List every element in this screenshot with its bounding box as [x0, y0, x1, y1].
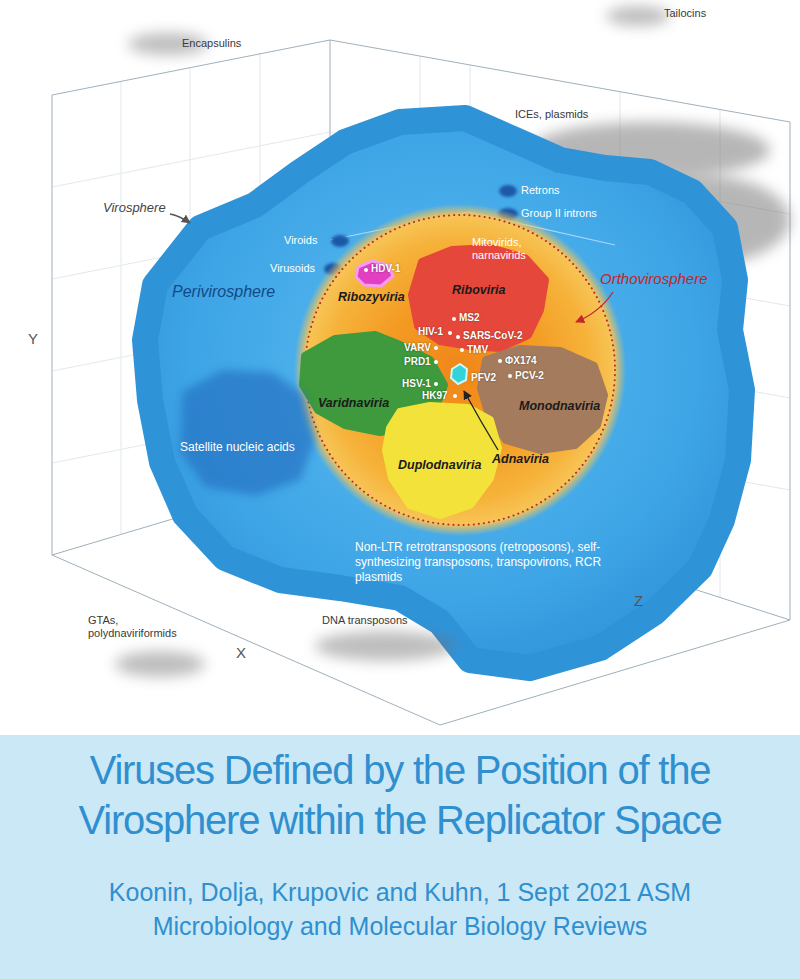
node-label: Satellite nucleic acids — [180, 440, 295, 455]
virus-dot — [456, 335, 460, 339]
node-label: GTAs, polydnaviriformids — [88, 614, 200, 640]
label-layer: Mitovirids, narnaviridsMS2HIV-1 SARS-CoV-… — [0, 0, 800, 735]
cloud-region: Tailocins — [600, 0, 740, 36]
node-label: Varidnaviria — [318, 396, 389, 411]
callout-label: Mitovirids, narnavirids — [472, 236, 547, 262]
leader-arrow — [170, 214, 190, 223]
virus-dot — [460, 348, 464, 352]
node-label: Ribozyviria — [338, 290, 405, 305]
cloud-region: GTAs, polydnaviriformids — [84, 610, 224, 688]
satellite-shade — [180, 370, 315, 496]
callout-label: HIV-1 — [418, 326, 443, 338]
node-label: Group II introns — [521, 207, 597, 220]
cloud-shadow — [606, 6, 670, 26]
callout-label: PCV-2 — [515, 370, 544, 382]
node-label: DNA transposons — [322, 614, 408, 627]
virus-dot — [434, 382, 438, 386]
virus-dot — [434, 360, 438, 364]
node-label: Retrons — [521, 184, 560, 197]
callout-label: ΦX174 — [505, 355, 537, 367]
realm-region — [412, 248, 545, 348]
axis-label: X — [236, 644, 246, 662]
box-edges — [52, 40, 790, 725]
citation-caption: Koonin, Dolja, Krupovic and Kuhn, 1 Sept… — [100, 875, 700, 943]
virus-dot — [448, 331, 452, 335]
node-label: Viroids — [284, 234, 317, 247]
callout-label: MS2 — [459, 312, 480, 324]
node-label: Virosphere — [103, 200, 166, 216]
cloud-region: Encapsulins — [130, 26, 260, 66]
page-title: Viruses Defined by the Position of the V… — [5, 745, 795, 845]
virus-dot — [452, 317, 456, 321]
virus-dot — [498, 359, 502, 363]
satellite-region: Satellite nucleic acids — [172, 362, 322, 502]
node-label: HDV-1 — [371, 263, 400, 275]
callout-label: TMV — [467, 344, 488, 356]
callout-label: PFV2 — [471, 372, 496, 384]
cloud-region-outline — [300, 600, 470, 665]
node-label: Tailocins — [664, 7, 706, 20]
node-label: Adnaviria — [492, 452, 549, 467]
virus-dot — [364, 268, 368, 272]
diagram-stage: Encapsulins TailocinsICEs, plasmidsVirosp… — [0, 0, 800, 735]
virus-dot — [453, 394, 457, 398]
node-label: Riboviria — [452, 283, 506, 298]
virus-dot — [508, 374, 512, 378]
node-label: Orthovirosphere — [600, 270, 708, 288]
node-label: Monodnaviria — [519, 399, 600, 414]
realm-region: Duplodnaviria — [380, 400, 505, 522]
virosphere-outline — [145, 118, 742, 668]
callout-label: HK97 — [422, 390, 448, 402]
title-band: Viruses Defined by the Position of the V… — [0, 735, 800, 979]
callout-label: HSV-1 — [402, 378, 431, 390]
node-label: Perivirosphere — [172, 282, 275, 301]
cloud-region: DNA transposons — [300, 600, 470, 665]
callout-label: Non-LTR retrotransposons (retroposons), … — [355, 540, 627, 585]
node-label: ICEs, plasmids — [515, 108, 588, 121]
leader-arrow — [576, 292, 613, 322]
node-label: Duplodnaviria — [398, 458, 481, 473]
node-label: Virusoids — [270, 262, 315, 275]
replicator-region: Viroids — [280, 228, 355, 252]
callout-label: PRD1 — [404, 356, 431, 368]
cloud-shadow — [115, 651, 205, 677]
realm-region — [481, 349, 604, 450]
replicator-spot — [331, 235, 349, 247]
cloud-shadow — [315, 631, 455, 661]
orthovirosphere-glow — [294, 204, 626, 536]
replicator-spot — [499, 185, 517, 197]
leader-arrow — [464, 391, 498, 450]
callout-label: VARV — [404, 342, 431, 354]
virus-dot — [434, 346, 438, 350]
axis-label: Y — [28, 330, 38, 348]
axis-label: Z — [634, 592, 643, 610]
callout-label: SARS-CoV-2 — [463, 330, 522, 342]
satellite-region-outline — [172, 362, 322, 502]
replicator-region: Retrons — [495, 178, 575, 202]
realm-region — [451, 364, 467, 384]
node-label: Encapsulins — [182, 37, 241, 50]
